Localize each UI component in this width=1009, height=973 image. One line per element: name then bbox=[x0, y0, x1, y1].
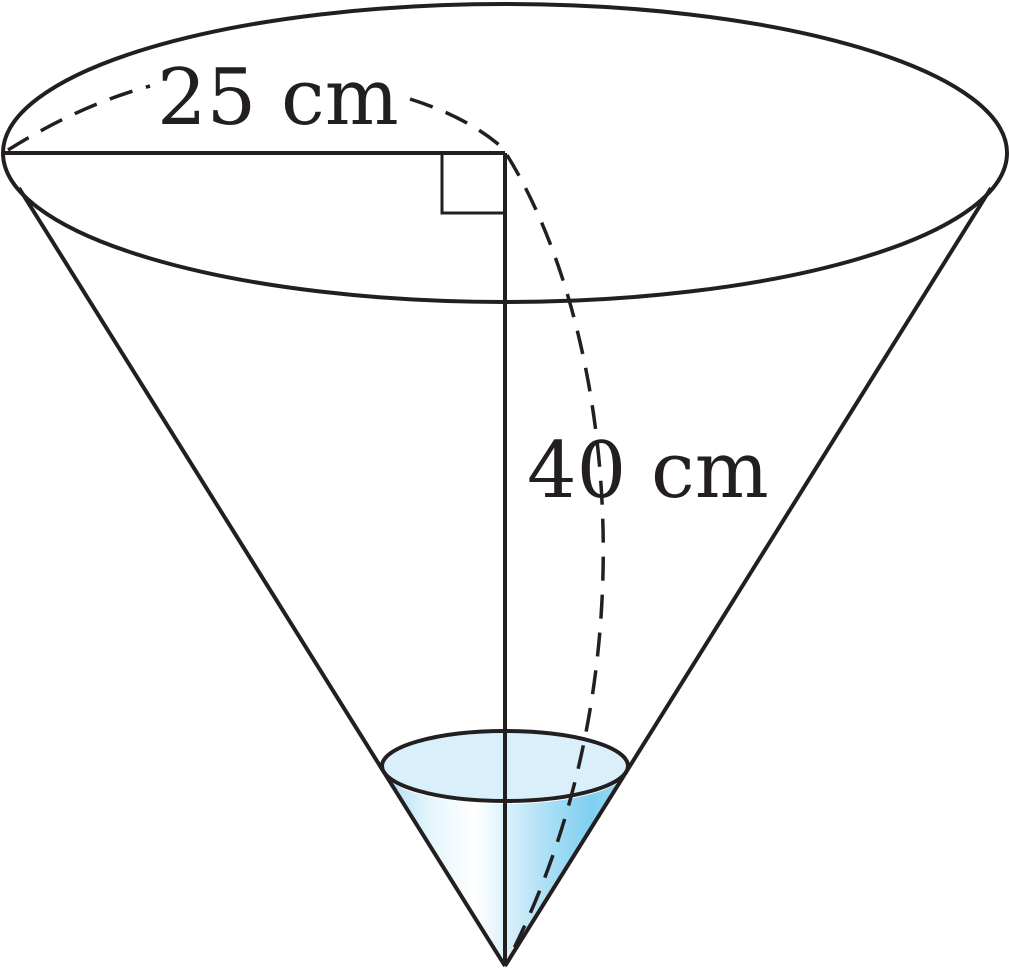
cone-left-side bbox=[17, 186, 507, 968]
height-dimension-arc bbox=[503, 154, 606, 967]
right-angle-marker bbox=[440, 153, 505, 215]
cone-right-side bbox=[503, 186, 993, 968]
height-label: 40 cm bbox=[527, 426, 769, 516]
radius-label: 25 cm bbox=[157, 53, 399, 143]
radius-dimension-arc bbox=[7, 84, 507, 152]
